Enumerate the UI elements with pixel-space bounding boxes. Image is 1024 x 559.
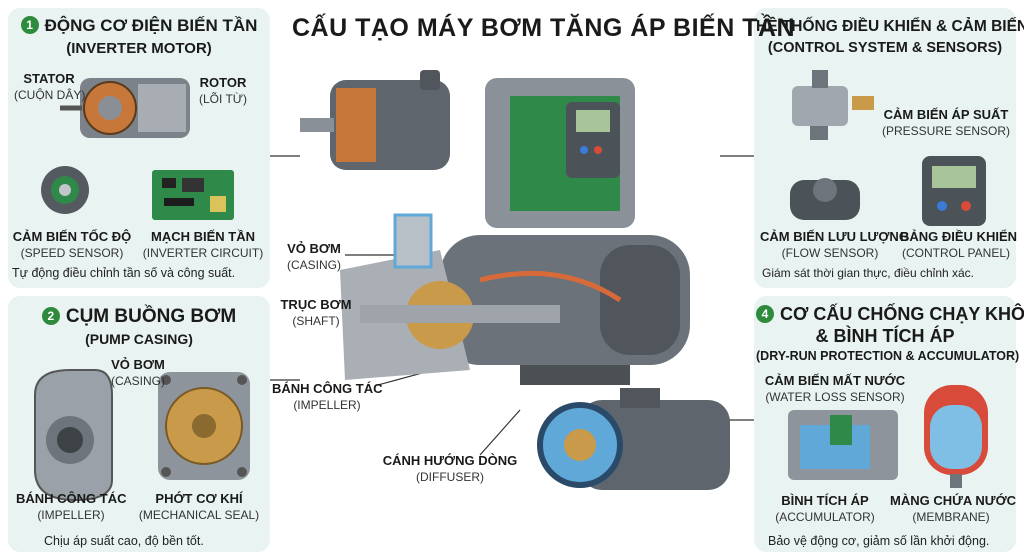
panel-1-title: 1 ĐỘNG CƠ ĐIỆN BIẾN TẦN xyxy=(10,16,268,36)
panel-4-title-line2: & BÌNH TÍCH ÁP xyxy=(815,326,955,346)
control-panel-icon xyxy=(922,156,986,226)
panel-2-note: Chịu áp suất cao, độ bền tốt. xyxy=(44,534,204,548)
part-inverter-circuit: MẠCH BIẾN TẦN(INVERTER CIRCUIT) xyxy=(142,229,264,260)
speed-sensor-icon xyxy=(41,166,89,214)
panel-2-title: 2 CỤM BUỒNG BƠM xyxy=(10,306,268,328)
center-label-impeller: BÁNH CÔNG TÁC(IMPELLER) xyxy=(272,381,383,412)
panel-1-note: Tự động điều chỉnh tần số và công suất. xyxy=(12,266,236,280)
motor-cutaway-icon xyxy=(60,78,190,138)
lower-pump-icon xyxy=(537,388,730,490)
number-badge: 1 xyxy=(20,16,39,34)
part-speed-sensor: CẢM BIẾN TỐC ĐỘ(SPEED SENSOR) xyxy=(12,229,132,260)
panel-4-title: 4 CƠ CẤU CHỐNG CHẠY KHÔ xyxy=(756,304,1024,325)
part-stator: STATOR(CUỘN DÂY) xyxy=(14,71,86,102)
pressure-sensor-icon xyxy=(792,70,874,140)
panel-3-note: Giám sát thời gian thực, điều chỉnh xác. xyxy=(762,266,975,280)
panel-3-subtitle: (CONTROL SYSTEM & SENSORS) xyxy=(767,40,1003,56)
panel-2-subtitle: (PUMP CASING) xyxy=(85,331,193,347)
panel-control-system xyxy=(754,8,1016,288)
impeller-icon xyxy=(158,372,250,480)
part-water-loss-sensor: CẢM BIẾN MẤT NƯỚC(WATER LOSS SENSOR) xyxy=(764,373,906,404)
center-label-diffuser: CÁNH HƯỚNG DÒNG(DIFFUSER) xyxy=(382,453,518,484)
panel-4-subtitle: (DRY-RUN PROTECTION & ACCUMULATOR) xyxy=(756,349,1020,363)
part-rotor: ROTOR(LÕI TỪ) xyxy=(198,75,248,106)
part-flow-sensor: CẢM BIẾN LƯU LƯỢNG(FLOW SENSOR) xyxy=(760,229,909,260)
water-loss-sensor-icon xyxy=(788,410,898,480)
panel-2-title-text: CỤM BUỒNG BƠM xyxy=(65,306,237,327)
part-mechanical-seal: PHỚT CƠ KHÍ(MECHANICAL SEAL) xyxy=(138,491,260,522)
panel-inverter-motor xyxy=(8,8,270,288)
panel-1-subtitle: (INVERTER MOTOR) xyxy=(66,40,212,57)
part-membrane: MÀNG CHỨA NƯỚC(MEMBRANE) xyxy=(890,493,1017,524)
panel-4-title-text: CƠ CẤU CHỐNG CHẠY KHÔ xyxy=(780,304,1024,324)
number-badge: 4 xyxy=(756,305,774,323)
inverter-circuit-icon xyxy=(152,170,234,220)
flow-sensor-icon xyxy=(790,178,860,220)
accumulator-icon xyxy=(924,385,988,488)
part-impeller: BÁNH CÔNG TÁC(IMPELLER) xyxy=(16,491,127,522)
part-pressure-sensor: CẢM BIẾN ÁP SUẤT(PRESSURE SENSOR) xyxy=(881,107,1011,138)
panel-3-title: HỆ THỐNG ĐIỀU KHIỂN & CẢM BIẾN xyxy=(756,18,1024,35)
center-motor-icon xyxy=(300,70,450,170)
part-casing: VỎ BƠM(CASING) xyxy=(111,357,165,388)
center-label-casing: VỎ BƠM(CASING) xyxy=(287,241,341,272)
part-accumulator: BÌNH TÍCH ÁP(ACCUMULATOR) xyxy=(775,493,875,524)
pump-casing-icon xyxy=(34,369,113,502)
panel-1-title-text: ĐỘNG CƠ ĐIỆN BIẾN TẦN xyxy=(44,16,258,35)
panel-4-note: Bảo vệ động cơ, giảm số lần khởi động. xyxy=(768,534,990,548)
part-control-panel: BẢNG ĐIỀU KHIỂN(CONTROL PANEL) xyxy=(900,229,1018,260)
main-pump-icon xyxy=(340,78,690,385)
number-badge: 2 xyxy=(41,307,60,325)
center-label-shaft: TRỤC BƠM(SHAFT) xyxy=(280,297,352,328)
page-title: CẤU TẠO MÁY BƠM TĂNG ÁP BIẾN TẦN xyxy=(292,14,796,42)
